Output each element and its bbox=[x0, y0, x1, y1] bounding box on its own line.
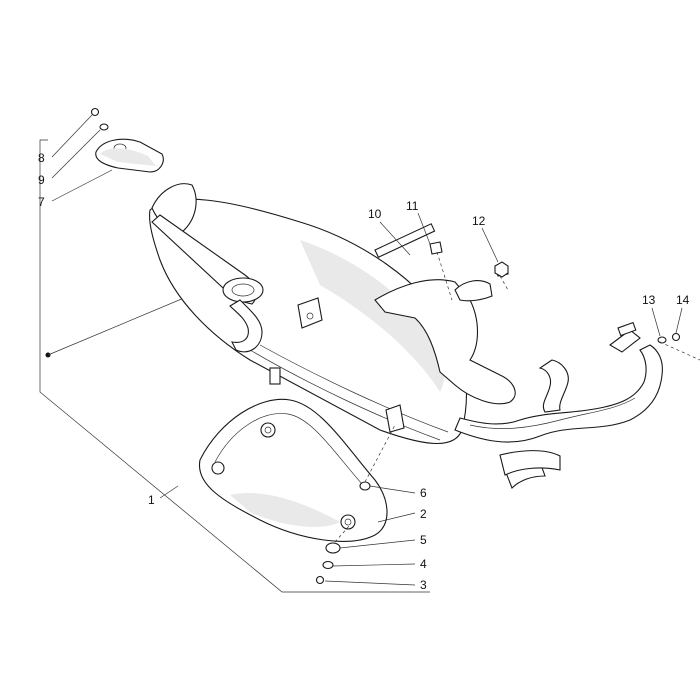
part-labels: 8 9 7 10 11 12 13 14 1 6 2 5 4 3 bbox=[38, 151, 690, 592]
label-3: 3 bbox=[420, 578, 427, 592]
label-11: 11 bbox=[406, 199, 419, 213]
label-6: 6 bbox=[420, 486, 427, 500]
label-12: 12 bbox=[472, 214, 486, 228]
alignment-lines bbox=[334, 251, 700, 543]
label-7: 7 bbox=[38, 195, 45, 209]
label-4: 4 bbox=[420, 557, 427, 571]
leader-lines bbox=[51, 114, 683, 586]
muffler-body bbox=[149, 183, 468, 445]
label-2: 2 bbox=[420, 507, 427, 521]
label-5: 5 bbox=[420, 533, 427, 547]
label-8: 8 bbox=[38, 151, 45, 165]
header-pipe bbox=[454, 321, 663, 489]
tailpipe-cover bbox=[95, 138, 164, 173]
label-14: 14 bbox=[676, 293, 690, 307]
label-13: 13 bbox=[642, 293, 656, 307]
label-10: 10 bbox=[368, 207, 382, 221]
label-9: 9 bbox=[38, 173, 45, 187]
label-1: 1 bbox=[148, 493, 155, 507]
heat-shield bbox=[198, 398, 388, 542]
